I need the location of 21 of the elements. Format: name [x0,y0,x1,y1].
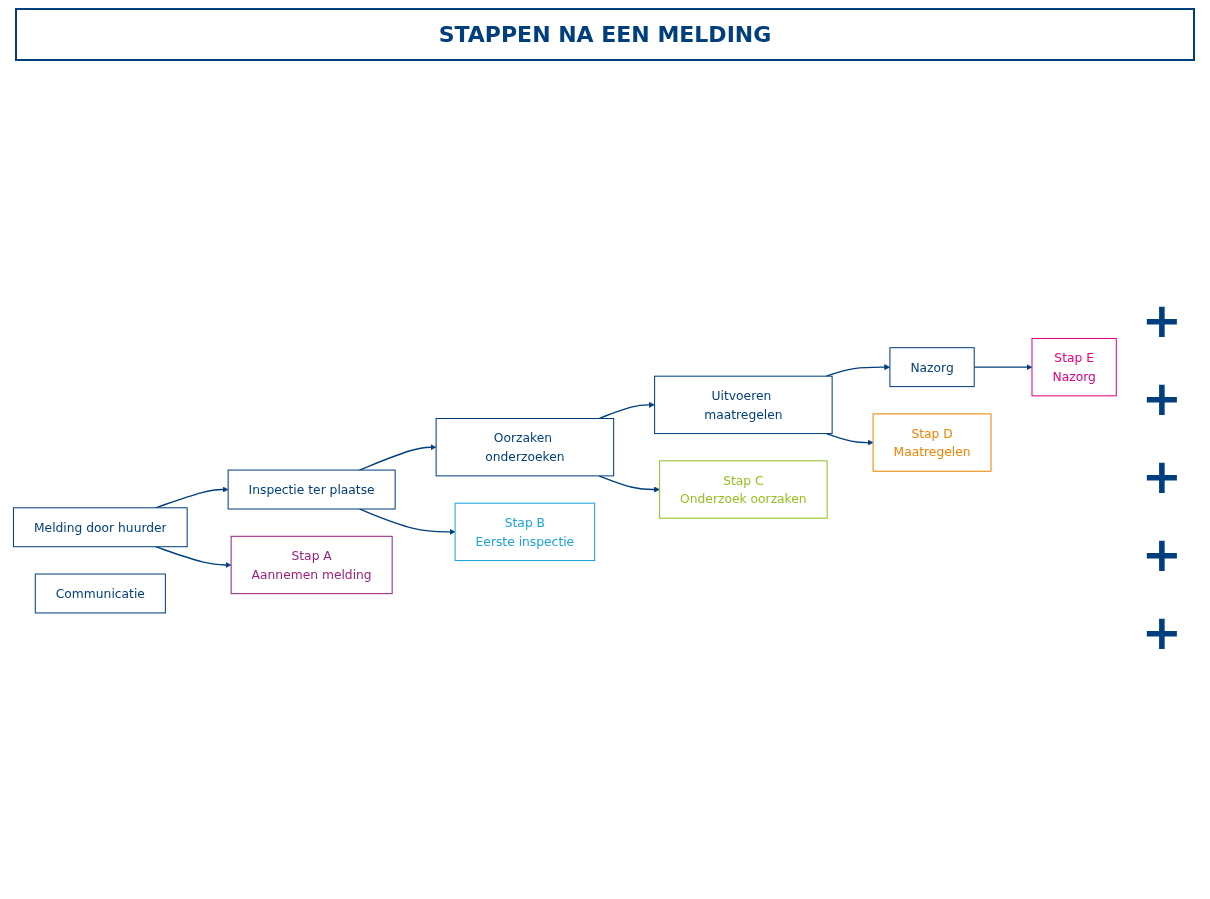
node-box: Oorzaken onderzoeken [435,418,615,477]
node-box: Uitvoeren maatregelen [654,375,833,435]
plus-sign: + [1141,374,1182,422]
node-box: Nazorg [889,347,975,388]
plus-sign: + [1141,452,1182,500]
title-banner: STAPPEN NA EEN MELDING [15,8,1195,61]
plus-sign: + [1141,296,1182,344]
node-box: Stap D Maatregelen [872,413,992,473]
node-box: Melding door huurder [12,507,188,548]
plus-sign: + [1141,608,1182,656]
arrow [358,444,437,472]
plus-sign: + [1141,530,1182,578]
arrow [825,433,874,446]
node-box: Stap B Eerste inspectie [454,502,596,562]
node-box: Inspectie ter plaatse [227,469,396,510]
arrow [598,402,655,420]
node-box: Communicatie [34,573,166,614]
node-box: Stap C Onderzoek oorzaken [659,460,828,519]
node-box: Stap A Aannemen melding [230,536,393,595]
node-box: Stap E Nazorg [1031,338,1117,397]
arrow [155,486,229,509]
